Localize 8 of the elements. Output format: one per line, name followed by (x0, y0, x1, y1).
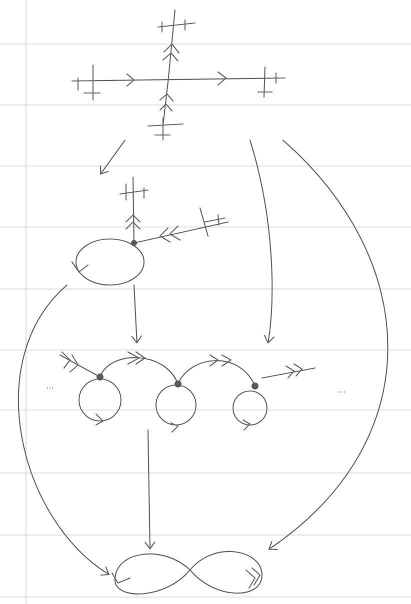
arrow (144, 430, 156, 550)
arrow (131, 284, 142, 344)
arrow (249, 140, 275, 344)
graph-drawing (71, 9, 286, 141)
graph-drawing (71, 176, 229, 286)
arrow (100, 140, 126, 175)
arrow (18, 284, 110, 576)
arrow (268, 140, 388, 550)
